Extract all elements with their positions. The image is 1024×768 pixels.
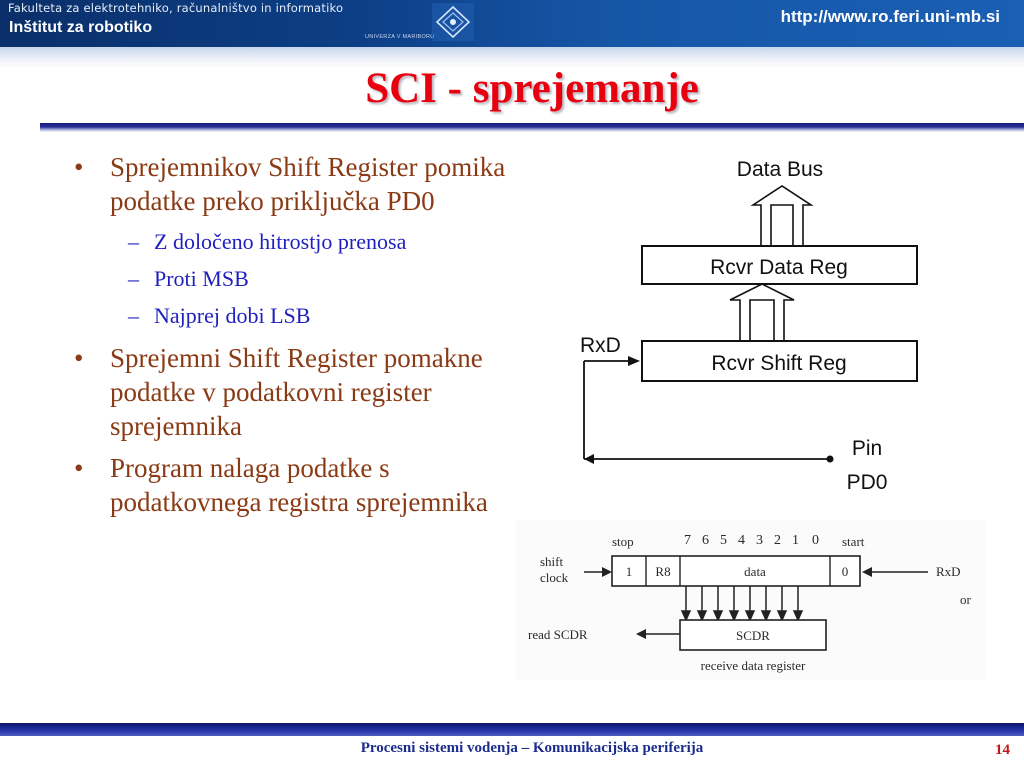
bit-3-label: 3 (756, 533, 763, 548)
website-url[interactable]: http://www.ro.feri.uni-mb.si (780, 7, 1000, 26)
rcvr-shift-reg-box (641, 340, 918, 382)
university-name: UNIVERZA V MARIBORU (365, 34, 435, 40)
pin-node (826, 455, 834, 463)
register-frame (611, 555, 861, 587)
bit-4-label: 4 (738, 533, 745, 548)
bullet-text: Sprejemnikov Shift Register pomika podat… (110, 152, 506, 216)
receive-data-register-label: receive data register (701, 658, 806, 673)
rxd-arrowhead (628, 356, 640, 366)
sub-bullet-marker: – (128, 266, 139, 291)
sub-bullet-text: Najprej dobi LSB (154, 303, 311, 328)
header-banner: Fakulteta za elektrotehniko, računalništ… (0, 0, 1024, 47)
pd0-label: PD0 (847, 471, 888, 494)
read-scdr-label: read SCDR (528, 627, 588, 642)
bullet-list: • Sprejemnikov Shift Register pomika pod… (74, 150, 514, 519)
bit-1-label: 1 (792, 533, 799, 548)
bullet-text: Sprejemni Shift Register pomakne podatke… (110, 343, 483, 441)
faculty-name: Fakulteta za elektrotehniko, računalništ… (8, 1, 344, 15)
bullet-text: Program nalaga podatke s podatkovnega re… (110, 453, 488, 517)
sub-bullet-marker: – (128, 303, 139, 328)
or-label: or (960, 592, 972, 607)
receiver-block-diagram: Data Bus Rcvr Data Reg RxD Rcvr Shift Re… (580, 158, 918, 494)
parallel-transfer-arrows (680, 586, 804, 622)
cell-start-bit: 0 (842, 564, 849, 579)
up-arrow-to-data-reg (729, 283, 795, 342)
clock-label: clock (540, 570, 569, 585)
university-logo-icon (432, 3, 474, 41)
sub-bullet-text: Z določeno hitrostjo prenosa (154, 229, 407, 254)
up-arrow-to-data-bus (750, 185, 814, 247)
bit-2-label: 2 (774, 533, 781, 548)
shift-label: shift (540, 554, 564, 569)
sub-bullet-item: – Proti MSB (74, 266, 514, 292)
bullet-marker: • (74, 343, 84, 373)
receive-register-diagram: stop 7 6 5 4 3 2 1 0 start shift clock 1… (516, 520, 986, 680)
read-scdr-arrowhead (636, 629, 646, 639)
rcvr-data-reg-label: Rcvr Data Reg (710, 256, 848, 279)
sub-bullet-text: Proti MSB (154, 266, 249, 291)
footer-bar (0, 723, 1024, 736)
sub-bullet-item: – Z določeno hitrostjo prenosa (74, 229, 514, 255)
rcvr-shift-reg-label: Rcvr Shift Reg (711, 352, 846, 375)
scdr-label: SCDR (736, 628, 770, 643)
bullet-item: • Sprejemnikov Shift Register pomika pod… (74, 150, 514, 218)
page-number: 14 (995, 742, 1010, 758)
bullet-item: • Program nalaga podatke s podatkovnega … (74, 451, 514, 519)
cell-stop-bit: 1 (626, 564, 633, 579)
cell-r8: R8 (655, 564, 670, 579)
shift-clock-arrowhead (602, 567, 612, 577)
pin-arrowhead (584, 454, 594, 464)
data-bus-label: Data Bus (737, 158, 823, 181)
institute-name: Inštitut za robotiko (9, 19, 153, 36)
title-underline (40, 123, 1024, 132)
sub-bullet-item: – Najprej dobi LSB (74, 303, 514, 329)
bullet-marker: • (74, 453, 84, 483)
stop-label: stop (612, 534, 634, 549)
rxd-in-label: RxD (936, 564, 961, 579)
rcvr-data-reg-box (641, 245, 918, 285)
scdr-box (679, 619, 827, 651)
bullet-item: • Sprejemni Shift Register pomakne podat… (74, 341, 514, 443)
sub-bullet-marker: – (128, 229, 139, 254)
bit-6-label: 6 (702, 533, 709, 548)
rxd-in-arrowhead (862, 567, 872, 577)
bit-5-label: 5 (720, 533, 727, 548)
bit-0-label: 0 (812, 533, 819, 548)
slide-title: SCI - sprejemanje (365, 65, 699, 112)
bit-7-label: 7 (684, 533, 691, 548)
cell-data: data (744, 564, 766, 579)
bullet-marker: • (74, 152, 84, 182)
rxd-label: RxD (580, 334, 621, 357)
pin-label: Pin (852, 437, 882, 460)
footer-course-title: Procesni sistemi vodenja – Komunikacijsk… (360, 740, 704, 756)
header-shade (0, 47, 1024, 69)
start-label: start (842, 534, 865, 549)
